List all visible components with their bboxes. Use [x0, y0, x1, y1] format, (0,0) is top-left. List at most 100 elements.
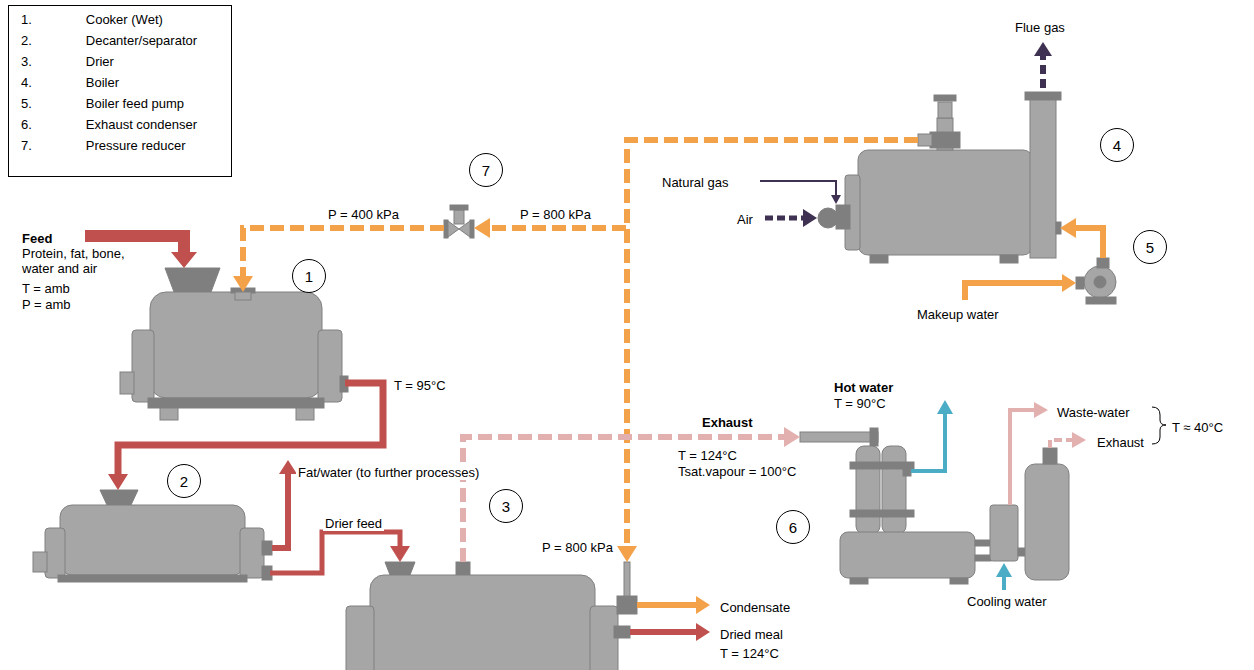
boiler-vessel [870, 255, 888, 263]
label-holder: T = 90°C [832, 394, 888, 412]
exhaust-condenser [800, 432, 878, 442]
exhaust-condenser [856, 446, 880, 534]
drier-vessel [346, 606, 374, 670]
stream-condition: Exhaust [700, 415, 755, 430]
stream-label: T = amb [20, 281, 72, 296]
label-holder: Dried meal [718, 625, 785, 643]
stream-connector [1076, 228, 1103, 258]
label-holder: Condensate [718, 598, 792, 616]
label-holder: T = 124°C [718, 644, 781, 662]
boiler-vessel [930, 132, 960, 148]
legend-number: 1. [21, 12, 52, 27]
label-holder: Feed [20, 229, 54, 247]
pressure-reducer-valve [444, 205, 474, 238]
legend-number: 5. [21, 96, 52, 111]
drier-vessel [385, 562, 415, 575]
stream-label: Tsat.vapour = 100°C [676, 464, 798, 479]
label-holder: T ≈ 40°C [1170, 418, 1225, 436]
stream-connector [627, 140, 918, 546]
callout-number: 6 [789, 519, 797, 536]
stream-arrows [1002, 577, 1006, 590]
legend-name: Exhaust condenser [86, 117, 217, 132]
pump-unit: 5 [1075, 258, 1125, 300]
boiler-unit: 4 [918, 92, 1060, 258]
exhaust-condenser [850, 510, 914, 517]
legend-list: 1.Cooker (Wet)2.Decanter/separator3.Drie… [21, 12, 217, 153]
feed-pump [1084, 266, 1116, 298]
stream-condition: P = 400 kPa [326, 207, 401, 222]
callout-circle: 3 [489, 489, 523, 523]
stream-label: P = amb [20, 297, 73, 312]
legend-name: Boiler [86, 75, 217, 90]
cooker-vessel [148, 398, 324, 408]
boiler-vessel [918, 134, 932, 146]
callout-circle: 7 [469, 153, 503, 187]
connector-group [118, 140, 1103, 573]
stream-arrows [637, 602, 696, 608]
stream-condition: Drier feed [323, 516, 384, 531]
stream-arrows [911, 414, 945, 471]
callout-number: 4 [1113, 137, 1121, 154]
stream-connector [243, 228, 444, 276]
decanter-vessel [45, 528, 65, 578]
exhaust-condenser [950, 578, 968, 584]
stream-condition: P = 800 kPa [518, 207, 593, 222]
boiler-vessel [938, 102, 952, 118]
callout-number: 7 [482, 162, 490, 179]
decanter-vessel [58, 575, 247, 582]
label-holder: Cooling water [965, 592, 1049, 610]
drier-vessel [617, 596, 637, 614]
stream-label: T ≈ 40°C [1170, 420, 1225, 435]
callout-circle: 2 [167, 464, 201, 498]
stream-label: Dried meal [718, 627, 785, 642]
drier-vessel [624, 562, 630, 598]
cooker-vessel [160, 408, 178, 420]
stream-connector [490, 140, 918, 228]
callout-circle: 4 [1100, 128, 1134, 162]
label-holder: Waste-water [1055, 403, 1131, 421]
feed-pump [1076, 277, 1084, 289]
decanter-vessel [60, 505, 245, 575]
stream-connector [118, 383, 383, 474]
stream-arrows [1040, 56, 1046, 88]
stream-label: Makeup water [915, 307, 1001, 322]
legend-name: Decanter/separator [86, 33, 217, 48]
stream-arrows [630, 629, 696, 635]
stream-arrows [760, 181, 836, 195]
legend-number: 6. [21, 117, 52, 132]
stream-arrows [1010, 410, 1034, 505]
decanter-unit: 2 [33, 490, 270, 582]
exhaust-condenser [840, 532, 975, 578]
exhaust-condenser [975, 555, 991, 561]
stream-label: Flue gas [1013, 20, 1067, 35]
cooker-vessel [235, 292, 251, 300]
legend-name: Cooker (Wet) [86, 12, 217, 27]
stream-label: Feed [20, 231, 54, 246]
exhaust-condenser [850, 578, 868, 584]
cooker-unit: 1 [128, 292, 345, 420]
boiler-vessel [858, 150, 1033, 255]
callout-circle: 1 [292, 259, 326, 293]
stream-arrows [765, 216, 803, 221]
stream-connector [270, 532, 400, 573]
decanter-vessel [262, 541, 272, 555]
stream-label: Cooling water [965, 594, 1049, 609]
edge-label-holder: T = 95°C [392, 376, 448, 394]
legend-box: 1.Cooker (Wet)2.Decanter/separator3.Drie… [8, 5, 232, 177]
decanter-vessel [100, 490, 138, 505]
cooker-vessel [120, 372, 134, 394]
decanter-vessel [240, 528, 264, 578]
stream-label: T = 124°C [718, 646, 781, 661]
stream-arrows [965, 283, 1062, 300]
reducer-unit: 7 [444, 216, 474, 242]
stream-label: Exhaust [1095, 435, 1146, 450]
label-holder: Flue gas [1013, 18, 1067, 36]
callout-circle: 6 [776, 510, 810, 544]
stream-arrows [1152, 407, 1166, 444]
edge-label-holder: Drier feed [323, 514, 384, 532]
pressure-reducer-valve [470, 220, 474, 238]
feed-pump [1097, 258, 1109, 268]
legend-number: 7. [21, 138, 52, 153]
label-holder: Protein, fat, bone, water and air [20, 246, 150, 277]
pressure-reducer-valve [454, 210, 464, 224]
